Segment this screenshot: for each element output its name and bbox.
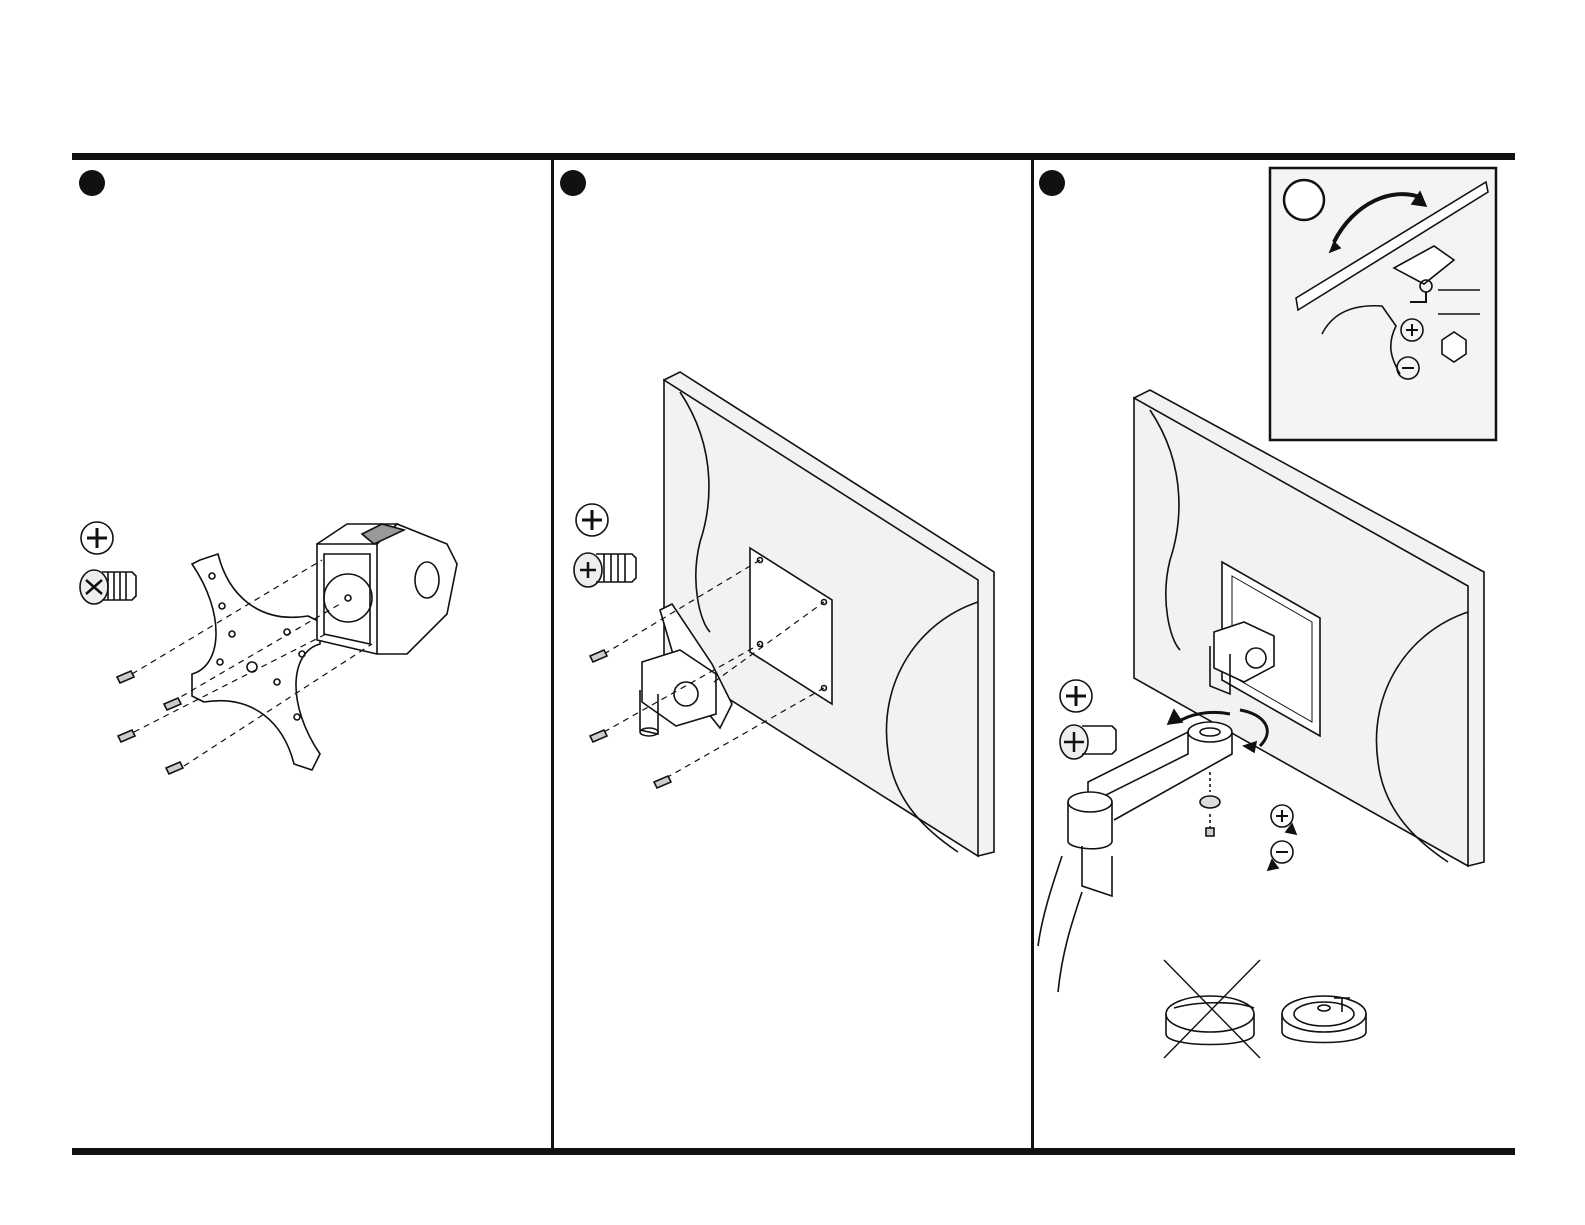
monitor-back: [1134, 390, 1484, 866]
phillips-screwdriver-icon: [1060, 680, 1092, 712]
incorrect-part-crossed: [1164, 960, 1260, 1058]
step-3-illustration: [1034, 162, 1515, 1146]
top-rule: [72, 153, 1515, 160]
screw-set: [117, 671, 183, 774]
step-2-panel: [554, 162, 1030, 1146]
tilt-tension-inset: [1270, 168, 1496, 440]
loosen-icon: [1268, 841, 1293, 870]
step-3-panel: [1034, 162, 1515, 1146]
monitor-back: [664, 372, 994, 856]
pan-head-screw-icon: [574, 553, 636, 587]
bottom-rule: [72, 1148, 1515, 1155]
countersunk-screw-icon: [80, 570, 136, 604]
countersunk-screw-icon: [1060, 725, 1116, 759]
step-2-illustration: [554, 162, 1030, 1146]
phillips-screwdriver-icon: [576, 504, 608, 536]
phillips-screwdriver-icon: [81, 522, 113, 554]
monitor-arm: [1038, 722, 1232, 992]
tighten-icon: [1271, 805, 1296, 834]
step-1-illustration: [72, 162, 550, 1146]
step-1-panel: [72, 162, 550, 1146]
correct-part: [1282, 996, 1366, 1043]
